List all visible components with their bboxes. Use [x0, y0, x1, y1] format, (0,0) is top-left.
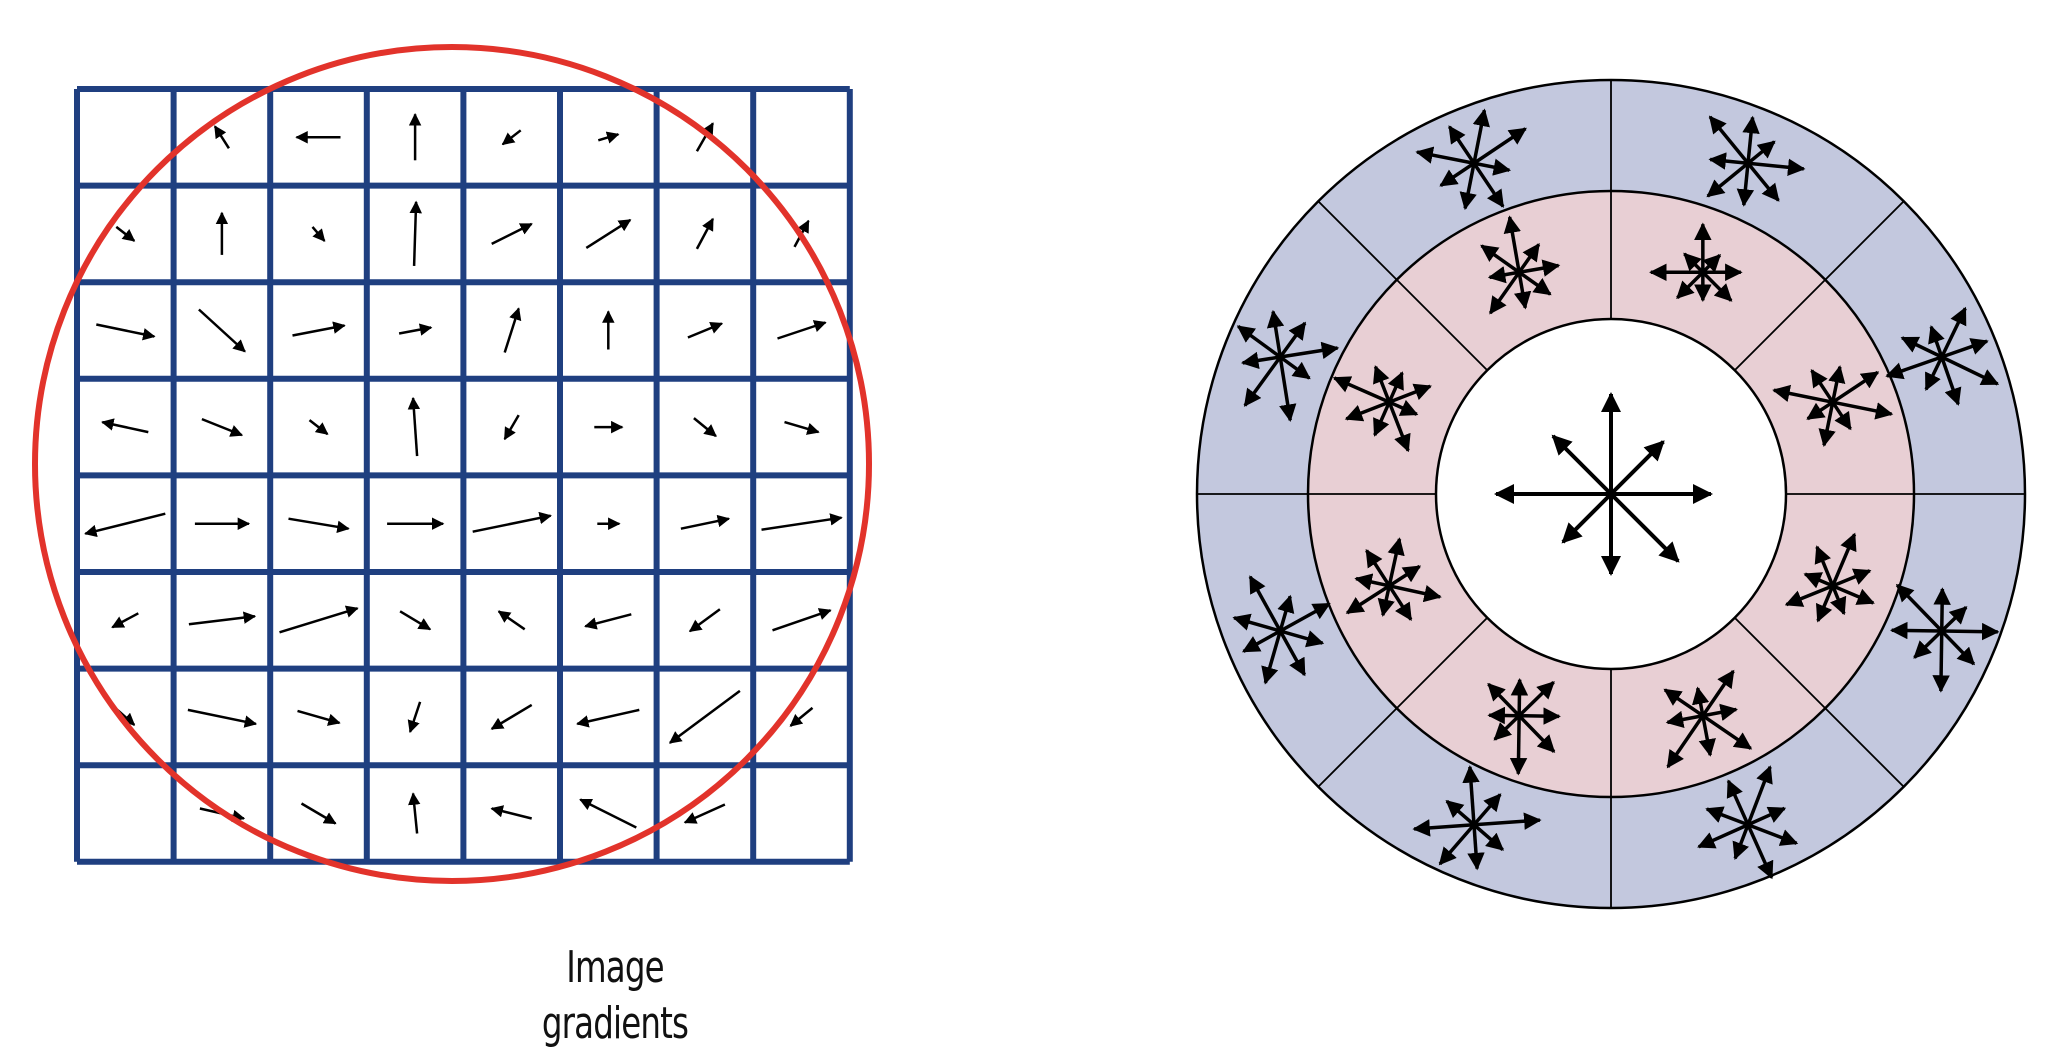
gradient-arrow	[96, 325, 154, 337]
histogram-arrow	[1941, 631, 1942, 691]
gradient-arrow	[778, 323, 826, 339]
histogram-arrow	[1942, 631, 1998, 632]
descriptor-histogram-panel	[1197, 80, 2025, 908]
gradient-arrow	[289, 519, 349, 529]
gradient-arrow	[791, 708, 813, 726]
image-gradient-grid-panel	[35, 47, 869, 881]
gradient-arrow	[473, 516, 551, 532]
histogram-arrow	[1892, 630, 1942, 631]
histogram-arrow	[1519, 716, 1559, 717]
gradient-arrow	[492, 224, 532, 244]
gradient-arrow	[773, 610, 831, 630]
gradient-arrow	[688, 324, 722, 338]
gradient-arrow	[499, 611, 525, 629]
gradient-arrow	[503, 130, 521, 144]
gradient-arrow	[313, 227, 325, 241]
gradient-arrow	[202, 419, 242, 435]
gradient-arrow	[585, 614, 631, 626]
gradient-arrow	[280, 608, 358, 632]
gradient-arrow	[413, 794, 417, 834]
gradient-arrow	[505, 415, 519, 439]
gradient-arrow	[116, 227, 134, 241]
gradient-arrow	[785, 422, 819, 432]
gradient-arrow	[598, 134, 618, 140]
gradient-arrow	[410, 702, 420, 732]
gradient-arrow	[492, 705, 532, 729]
gradient-arrow	[681, 519, 729, 529]
gradient-arrow	[414, 202, 416, 266]
gradient-arrow	[577, 710, 639, 724]
gradient-arrow	[298, 711, 340, 723]
histogram-arrow	[1942, 589, 1943, 631]
gradient-arrow	[215, 126, 229, 148]
histogram-arrow	[1518, 716, 1519, 774]
gradient-arrow	[85, 514, 165, 534]
gradient-arrow	[694, 418, 716, 436]
gradient-arrow	[399, 328, 431, 334]
gradient-arrow	[199, 310, 245, 352]
gradient-descriptor-figure	[0, 0, 2062, 1014]
gradient-arrow	[189, 616, 255, 624]
gradient-arrow	[188, 710, 256, 724]
gradient-arrow	[400, 611, 430, 629]
gradient-arrow	[670, 691, 740, 743]
histogram-arrow	[1519, 680, 1520, 716]
gradient-arrow	[102, 422, 148, 432]
gradient-arrow	[697, 219, 713, 249]
gradient-arrow	[580, 800, 636, 828]
gaussian-window-circle	[35, 47, 869, 881]
gradient-arrow	[586, 220, 630, 248]
gradient-arrow	[690, 609, 720, 631]
gradient-arrow	[302, 804, 336, 824]
gradient-arrow	[310, 420, 328, 434]
gradient-arrow	[293, 326, 345, 336]
gradient-arrow	[492, 809, 532, 819]
gradient-arrow	[505, 309, 519, 353]
gradient-arrow	[762, 518, 842, 530]
gradient-grid	[77, 89, 850, 862]
gradient-arrow	[413, 398, 417, 456]
caption-image-gradients: Image gradients	[504, 940, 725, 996]
gradient-arrow	[112, 613, 138, 627]
